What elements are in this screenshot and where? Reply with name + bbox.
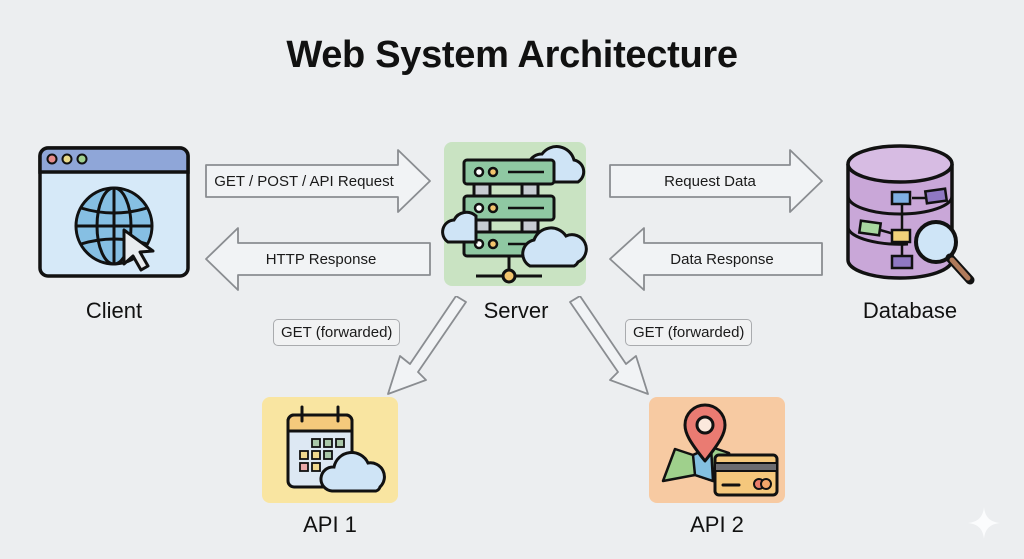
database-label: Database — [862, 298, 958, 323]
response-arrow-left — [205, 227, 431, 291]
forward-tag-api2: GET (forwarded) — [625, 319, 753, 346]
browser-globe-cursor-icon — [38, 146, 190, 278]
data-response-label: Data Response — [670, 251, 774, 268]
client-label: Client — [85, 298, 143, 323]
request-arrow-right — [205, 149, 431, 213]
request-data-arrow-right — [609, 149, 823, 213]
api2-label: API 2 — [690, 512, 744, 537]
forward-arrow-down-left — [387, 296, 467, 395]
data-response-arrow-left — [609, 227, 823, 291]
forward-tag-api1: GET (forwarded) — [273, 319, 401, 346]
request-arrow-label: GET / POST / API Request — [214, 173, 394, 190]
database-search-icon — [846, 144, 975, 285]
diagram-title: Web System Architecture — [286, 34, 738, 76]
sparkle-icon — [968, 507, 1000, 539]
api1-label: API 1 — [303, 512, 357, 537]
forward-arrow-down-right — [569, 296, 649, 395]
server-label: Server — [483, 298, 549, 323]
response-arrow-label: HTTP Response — [265, 251, 377, 268]
map-pin-credit-card-icon — [649, 397, 785, 503]
server-rack-cloud-icon — [441, 142, 588, 286]
calendar-cloud-icon — [262, 397, 398, 503]
request-data-label: Request Data — [664, 173, 756, 190]
